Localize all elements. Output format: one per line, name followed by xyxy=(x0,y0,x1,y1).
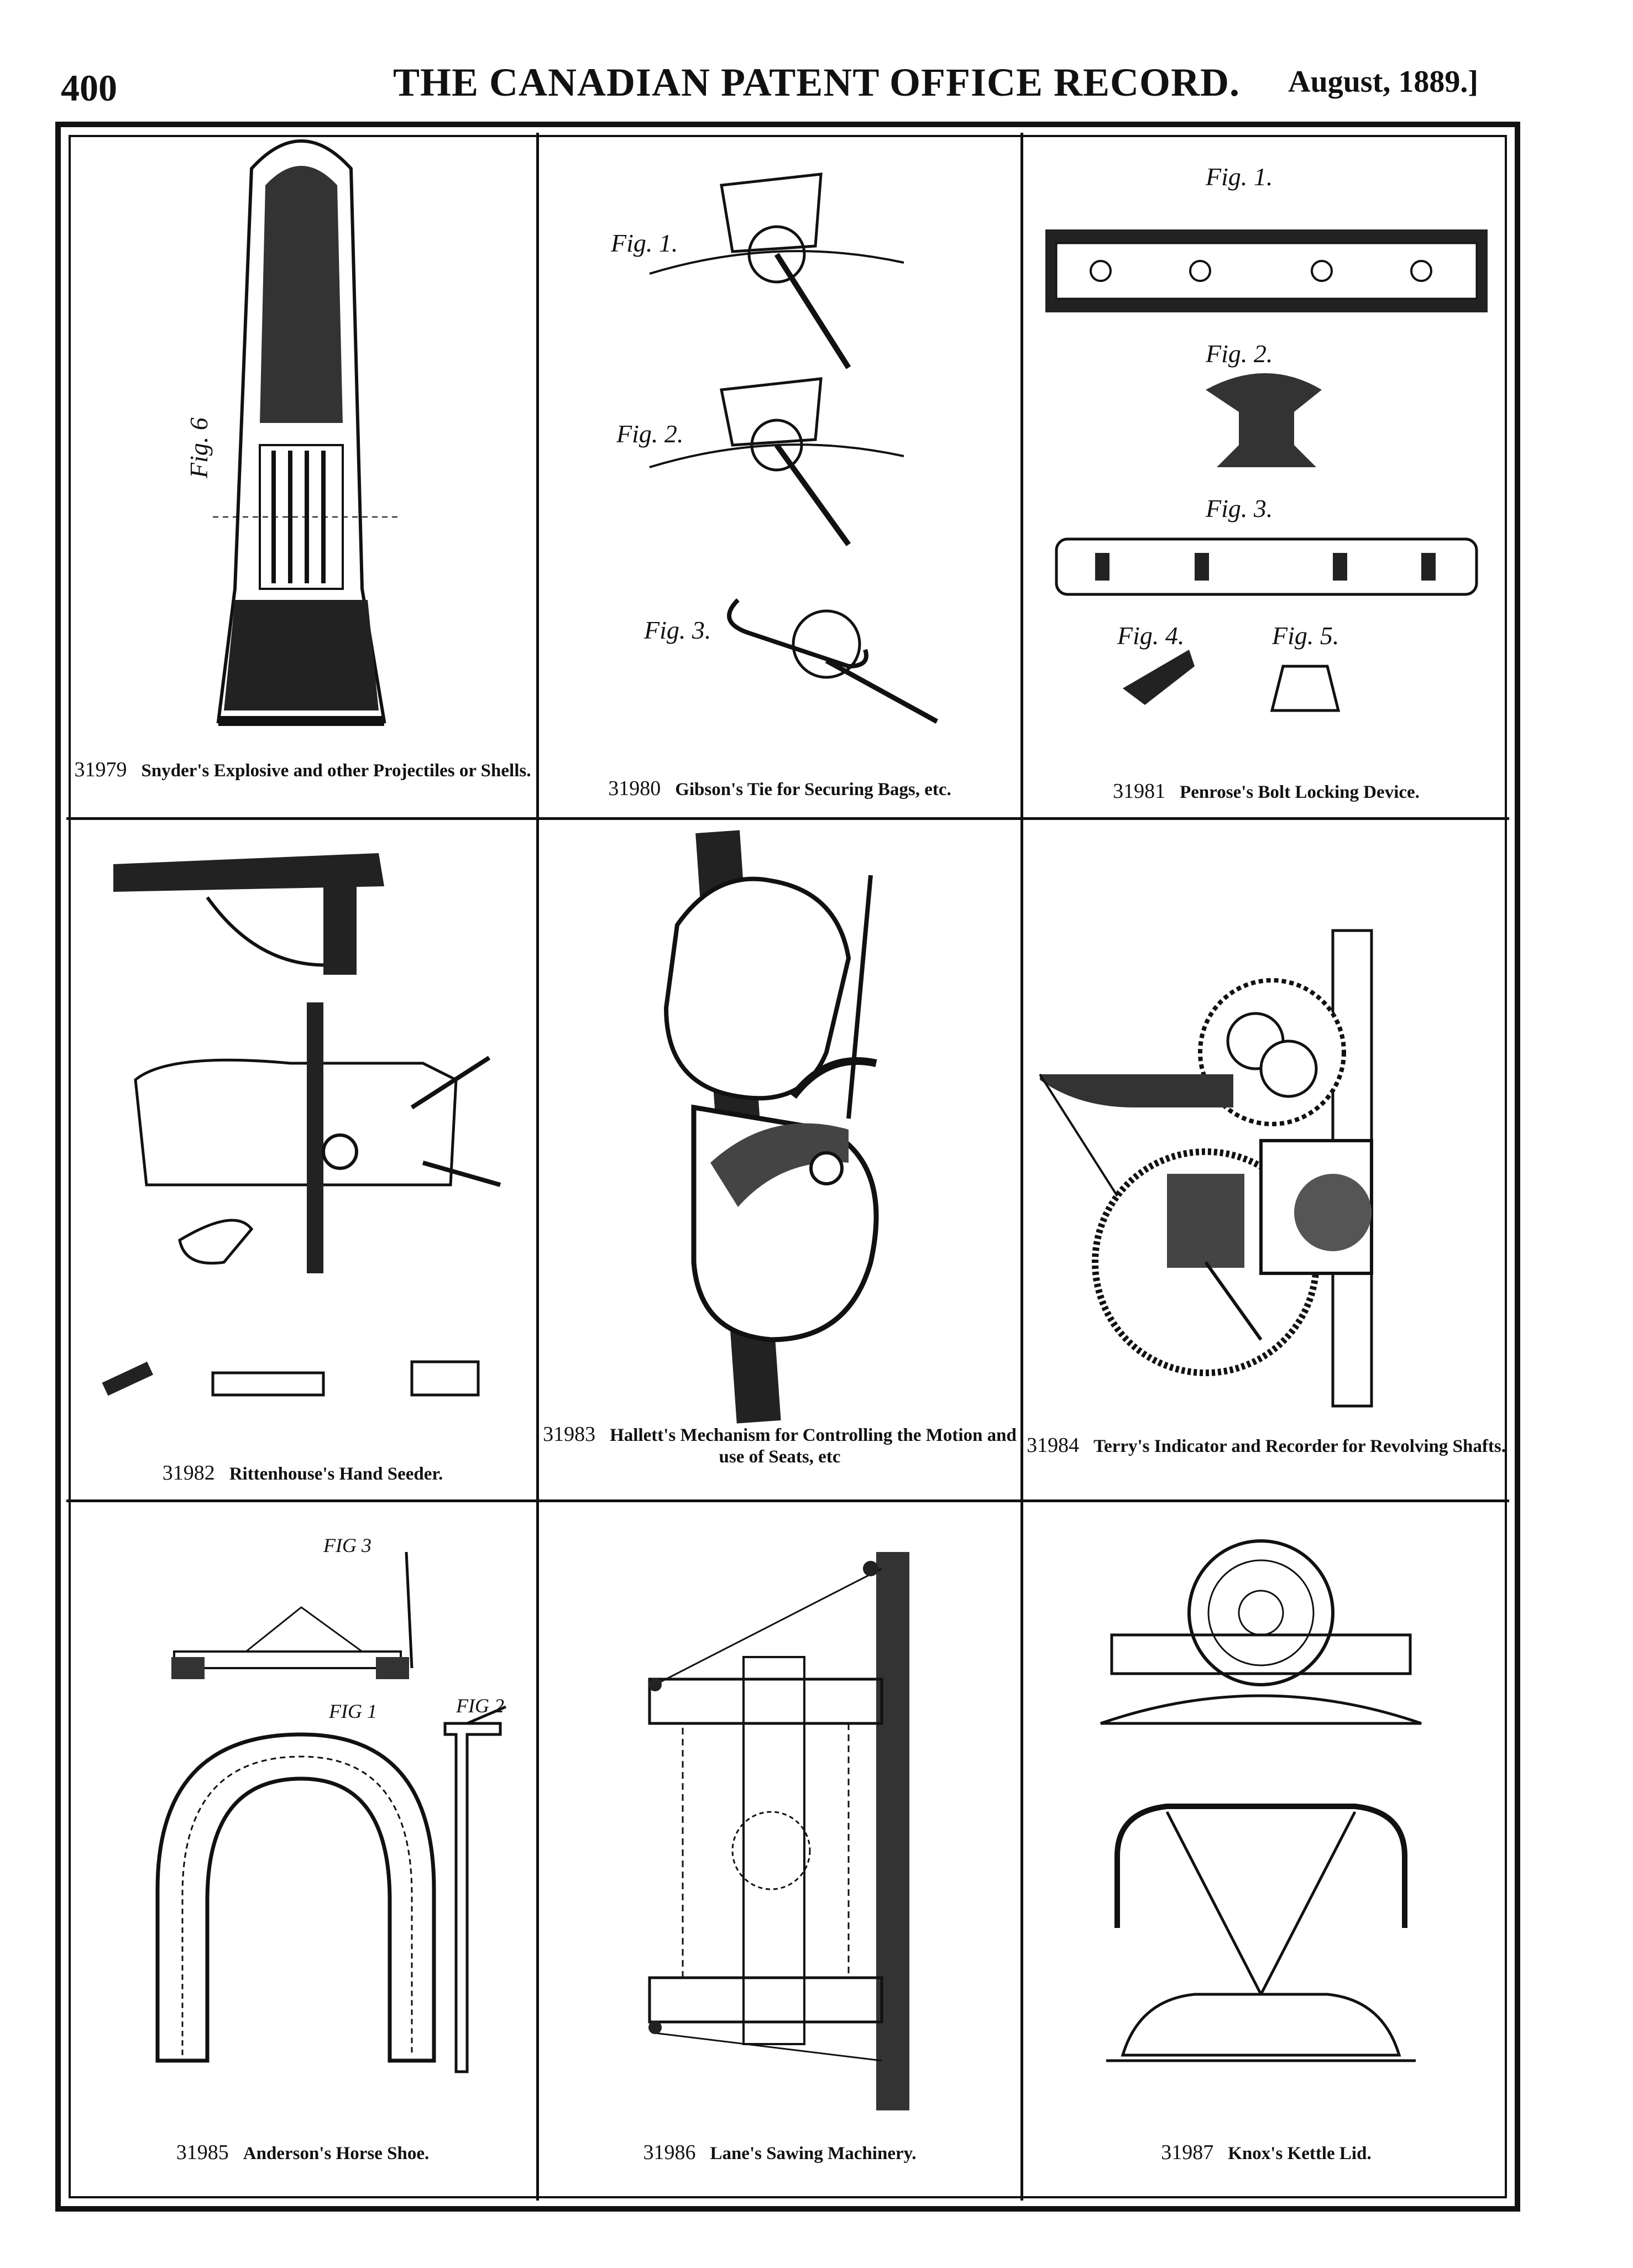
patent-number: 31986 xyxy=(643,2141,696,2164)
patent-plate-frame xyxy=(55,122,1520,2212)
hand-seeder-drawing xyxy=(102,853,501,1397)
column-divider-1 xyxy=(536,133,539,2201)
figure-label: FIG 2 xyxy=(456,1695,504,1717)
patent-caption: 31985 Anderson's Horse Shoe. xyxy=(69,2141,536,2165)
figure-label: Fig. 1. xyxy=(1205,163,1273,191)
patent-title: Penrose's Bolt Locking Device. xyxy=(1180,782,1420,802)
figure-label: Fig. 3. xyxy=(1205,494,1273,522)
patent-number: 31982 xyxy=(162,1461,215,1485)
patent-caption: 31984 Terry's Indicator and Recorder for … xyxy=(1023,1434,1509,1458)
figure-label: Fig. 1. xyxy=(610,229,678,257)
frame-inner-border xyxy=(69,135,1507,2198)
column-divider-2 xyxy=(1020,133,1023,2201)
patent-caption: 31986 Lane's Sawing Machinery. xyxy=(539,2141,1020,2165)
patent-cell-31980: Fig. 1. Fig. 2. Fig. 3. 31980 Gibson's Ti… xyxy=(539,135,1020,817)
figure-label: Fig. 3. xyxy=(643,616,711,644)
row-divider-2 xyxy=(66,1499,1509,1502)
patent-cell-31986: 31986 Lane's Sawing Machinery. xyxy=(539,1502,1020,2201)
patent-title: Knox's Kettle Lid. xyxy=(1228,2144,1372,2164)
figure-label: Fig. 2. xyxy=(1205,339,1273,368)
figure-label: Fig. 4. xyxy=(1117,621,1184,650)
patent-caption: 31980 Gibson's Tie for Securing Bags, etc… xyxy=(539,777,1020,801)
figure-label: Fig. 2. xyxy=(616,420,683,448)
patent-caption: 31983 Hallett's Mechanism for Controlling… xyxy=(539,1423,1020,1468)
patent-caption: 31987 Knox's Kettle Lid. xyxy=(1023,2141,1509,2165)
figure-label: Fig. 6 xyxy=(185,417,213,479)
kettle-lid-drawing xyxy=(1100,1539,1422,2062)
patent-title: Gibson's Tie for Securing Bags, etc. xyxy=(675,780,951,799)
shaft-indicator-drawing xyxy=(1039,929,1373,1408)
sawing-machinery-drawing xyxy=(648,1552,909,2110)
patent-cell-31979: Fig. 6 31979 Snyder's Explosive and other… xyxy=(69,135,536,817)
patent-caption: 31982 Rittenhouse's Hand Seeder. xyxy=(69,1461,536,1486)
patent-cell-31983: 31983 Hallett's Mechanism for Controlling… xyxy=(539,820,1020,1499)
bolt-lock-drawing: Fig. 1. Fig. 2. Fig. 3. Fig. 4. Fig. 5. xyxy=(1045,163,1488,712)
patent-cell-31981: Fig. 1. Fig. 2. Fig. 3. Fig. 4. Fig. 5. … xyxy=(1023,135,1509,817)
page-title: THE CANADIAN PATENT OFFICE RECORD. xyxy=(392,60,1241,104)
projectile-drawing: Fig. 6 xyxy=(185,139,401,726)
patent-cell-31982: 31982 Rittenhouse's Hand Seeder. xyxy=(69,820,536,1499)
patent-number: 31985 xyxy=(176,2141,229,2164)
patent-title: Snyder's Explosive and other Projectiles… xyxy=(141,761,531,781)
figure-label: Fig. 5. xyxy=(1271,621,1339,650)
patent-cell-31984: 31984 Terry's Indicator and Recorder for … xyxy=(1023,820,1509,1499)
figure-label: FIG 1 xyxy=(328,1700,377,1722)
patent-title: Terry's Indicator and Recorder for Revol… xyxy=(1093,1436,1506,1456)
patent-title: Anderson's Horse Shoe. xyxy=(243,2144,430,2164)
patent-title: Hallett's Mechanism for Controlling the … xyxy=(610,1425,1017,1467)
patent-number: 31987 xyxy=(1161,2141,1214,2164)
patent-title: Rittenhouse's Hand Seeder. xyxy=(229,1464,443,1484)
row-divider-1 xyxy=(66,817,1509,820)
page-header: 400 THE CANADIAN PATENT OFFICE RECORD. A… xyxy=(0,0,1633,116)
patent-cell-31985: FIG 3 FIG 1 FIG 2 31985 Anderson's Horse … xyxy=(69,1502,536,2201)
patent-number: 31983 xyxy=(543,1423,596,1446)
patent-number: 31981 xyxy=(1113,780,1166,803)
issue-date: August, 1889.] xyxy=(1288,65,1478,99)
patent-number: 31979 xyxy=(74,758,127,781)
page-number: 400 xyxy=(61,67,117,109)
patent-title: Lane's Sawing Machinery. xyxy=(710,2144,917,2164)
patent-number: 31984 xyxy=(1027,1434,1080,1457)
seat-mechanism-drawing xyxy=(663,830,879,1424)
patent-cell-31987: 31987 Knox's Kettle Lid. xyxy=(1023,1502,1509,2201)
patent-number: 31980 xyxy=(608,777,661,800)
horse-shoe-drawing: FIG 3 FIG 1 FIG 2 xyxy=(155,1534,506,2073)
figure-label: FIG 3 xyxy=(323,1534,371,1556)
bag-tie-drawing: Fig. 1. Fig. 2. Fig. 3. xyxy=(610,173,939,724)
patent-caption: 31979 Snyder's Explosive and other Projec… xyxy=(69,758,536,782)
patent-caption: 31981 Penrose's Bolt Locking Device. xyxy=(1023,780,1509,804)
